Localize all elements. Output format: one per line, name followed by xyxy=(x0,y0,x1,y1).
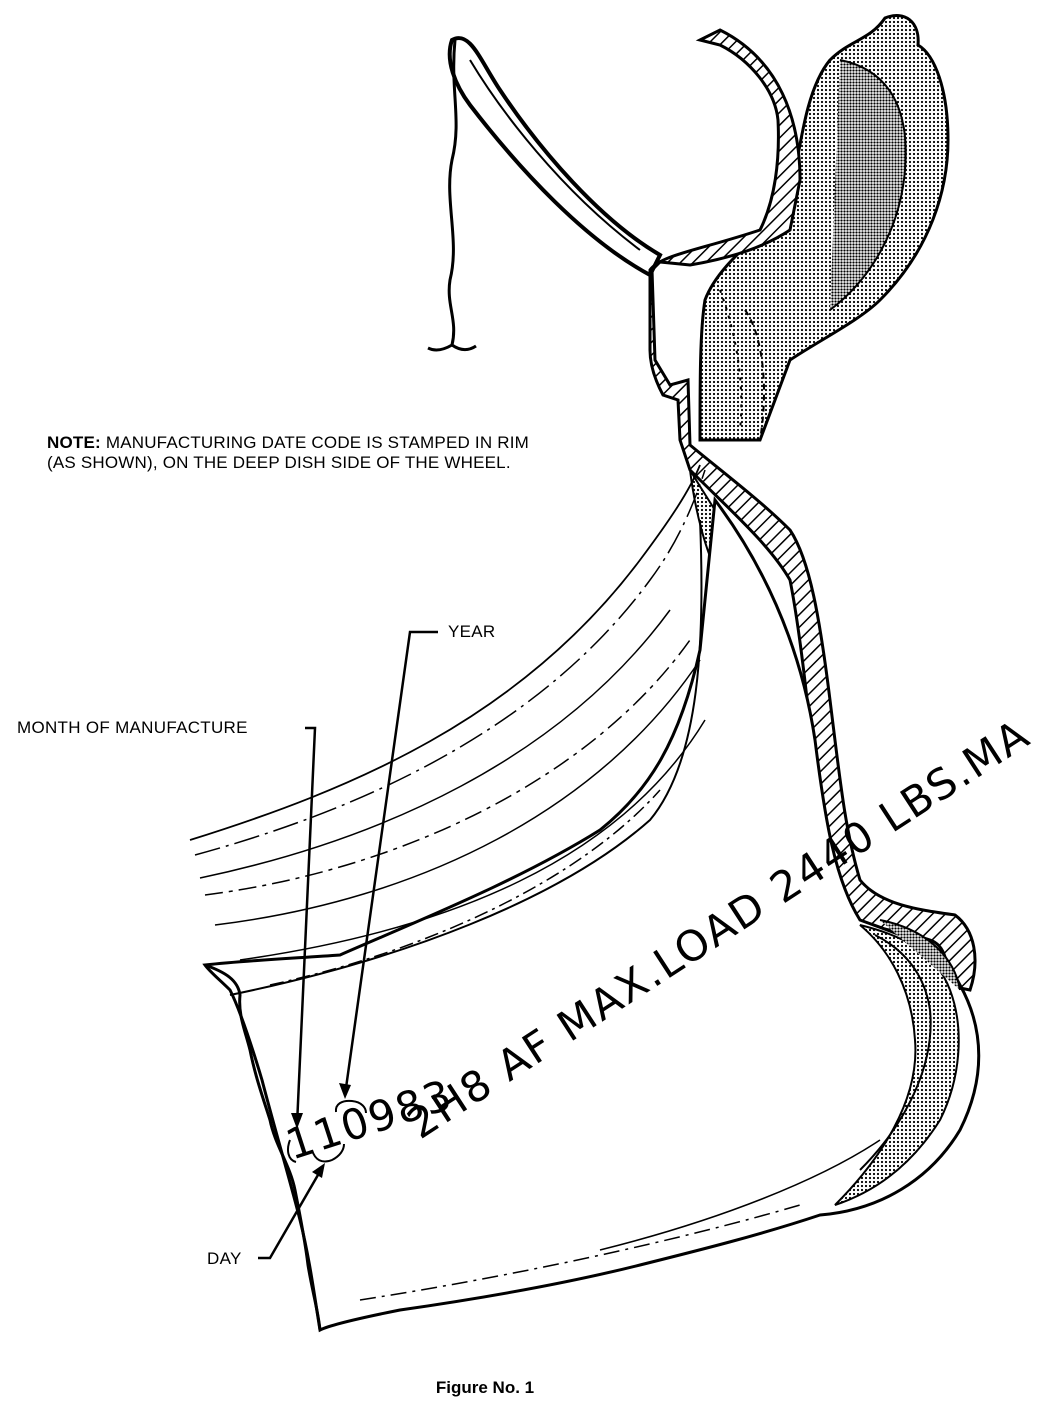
month-label: MONTH OF MANUFACTURE xyxy=(17,718,248,737)
rim-break-edge xyxy=(204,963,322,1331)
flange-arc-lines xyxy=(189,464,706,961)
upper-flange xyxy=(698,14,950,442)
year-arrowhead xyxy=(339,1083,351,1099)
day-arrowhead xyxy=(312,1163,325,1178)
year-bracket xyxy=(334,1099,367,1114)
month-bracket xyxy=(287,1139,297,1163)
break-line xyxy=(427,39,477,352)
day-label: DAY xyxy=(207,1249,242,1268)
rim-body xyxy=(202,496,981,1333)
tire-strip xyxy=(447,36,663,278)
day-leader xyxy=(258,1167,324,1260)
figure-caption: Figure No. 1 xyxy=(435,1378,535,1397)
rim-cross-section xyxy=(648,28,977,992)
note-text: NOTE: MANUFACTURING DATE CODE IS STAMPED… xyxy=(47,433,547,473)
note-body: MANUFACTURING DATE CODE IS STAMPED IN RI… xyxy=(47,433,529,472)
month-leader xyxy=(295,726,317,1126)
year-leader xyxy=(343,630,438,1096)
leader-lines xyxy=(258,630,438,1260)
note-lead: NOTE: xyxy=(47,433,101,452)
day-bracket xyxy=(311,1143,345,1163)
leader-arrowheads xyxy=(291,1083,351,1178)
year-label: YEAR xyxy=(448,622,496,641)
month-arrowhead xyxy=(291,1113,303,1129)
